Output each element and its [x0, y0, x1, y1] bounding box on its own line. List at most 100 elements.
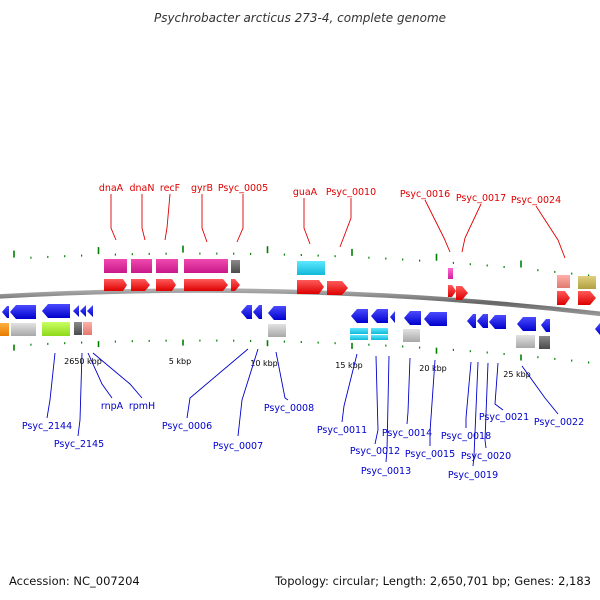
feature-recF[interactable] [156, 259, 178, 273]
label-gyrB[interactable]: gyrB [191, 183, 213, 194]
label-Psyc_0014[interactable]: Psyc_0014 [382, 428, 432, 439]
gene-forward-edge[interactable] [578, 291, 596, 305]
forward-features [104, 259, 596, 289]
genome-summary-text: Topology: circular; Length: 2,650,701 bp… [274, 574, 591, 588]
gene-Psyc_0019[interactable] [477, 314, 488, 328]
gene-Psyc_0018[interactable] [467, 314, 476, 328]
scale-label-15: 15 kbp [335, 361, 363, 370]
label-Psyc_0011[interactable]: Psyc_0011 [317, 425, 367, 436]
feature-Psyc_0012-a[interactable] [371, 328, 388, 334]
label-Psyc_0010[interactable]: Psyc_0010 [326, 187, 376, 198]
feature-Psyc_2145[interactable] [42, 322, 70, 336]
feature-Psyc_0022[interactable] [539, 336, 550, 349]
forward-genes [104, 279, 596, 305]
gene-rpmH[interactable] [87, 305, 93, 317]
gene-Psyc_0007[interactable] [253, 305, 262, 319]
top-label-leaders [110, 193, 566, 259]
gene-Psyc_0020[interactable] [489, 315, 506, 329]
gene-Psyc_0024[interactable] [557, 291, 570, 305]
gene-gyrB[interactable] [184, 279, 228, 291]
gene-Psyc_2145[interactable] [42, 304, 70, 318]
label-Psyc_2145[interactable]: Psyc_2145 [54, 439, 104, 450]
gene-Psyc_0014[interactable] [404, 311, 421, 325]
gene-Psyc_0015[interactable] [424, 312, 447, 326]
gene-recF[interactable] [156, 279, 176, 291]
scale-label-5: 5 kbp [169, 357, 191, 366]
label-dnaN[interactable]: dnaN [130, 183, 155, 194]
label-guaA[interactable]: guaA [293, 187, 318, 198]
feature-rpmH[interactable] [83, 322, 92, 335]
label-Psyc_0007[interactable]: Psyc_0007 [213, 441, 263, 452]
gene-Psyc_0022[interactable] [541, 319, 550, 332]
gene-reverse-edge-1[interactable] [2, 306, 9, 318]
reverse-genes [2, 304, 600, 335]
accession-text: Accession: NC_007204 [9, 574, 140, 588]
label-recF[interactable]: recF [160, 183, 180, 194]
feature-dnaA[interactable] [104, 259, 127, 273]
scale-label-2650: 2650 kbp [64, 357, 102, 366]
label-Psyc_0013[interactable]: Psyc_0013 [361, 466, 411, 477]
feature-edge-orange[interactable] [0, 323, 9, 336]
gene-Psyc_2144[interactable] [10, 305, 36, 319]
label-Psyc_0024[interactable]: Psyc_0024 [511, 195, 561, 206]
feature-gyrB[interactable] [184, 259, 228, 273]
scale-label-25: 25 kbp [503, 370, 531, 379]
label-dnaA[interactable]: dnaA [99, 183, 124, 194]
label-rnpA[interactable]: rnpA [101, 401, 124, 412]
gene-reverse-edge-2[interactable] [595, 323, 600, 335]
gene-dnaN[interactable] [131, 279, 150, 291]
bottom-labels: Psyc_2144 Psyc_2145 rnpA rpmH Psyc_0006 … [22, 401, 584, 481]
gene-dnaA[interactable] [104, 279, 127, 291]
feature-Psyc_0011-a[interactable] [350, 328, 368, 334]
label-Psyc_0008[interactable]: Psyc_0008 [264, 403, 314, 414]
gene-Psyc_0021[interactable] [517, 317, 536, 331]
feature-Psyc_0008[interactable] [268, 324, 286, 337]
top-labels: dnaA dnaN recF gyrB Psyc_0005 guaA Psyc_… [99, 183, 561, 206]
gene-Psyc_0017[interactable] [456, 286, 468, 300]
feature-dnaN[interactable] [131, 259, 152, 273]
gene-Psyc_0011[interactable] [351, 309, 368, 323]
map-title: Psychrobacter arcticus 273-4, complete g… [154, 11, 446, 25]
feature-Psyc_0011-b[interactable] [350, 335, 368, 340]
gene-Psyc_0016[interactable] [448, 285, 456, 297]
label-Psyc_0005[interactable]: Psyc_0005 [218, 183, 268, 194]
label-Psyc_0006[interactable]: Psyc_0006 [162, 421, 212, 432]
label-Psyc_0017[interactable]: Psyc_0017 [456, 193, 506, 204]
bottom-label-leaders [46, 348, 559, 467]
gene-Psyc_0008[interactable] [268, 306, 286, 320]
feature-Psyc_0014[interactable] [403, 329, 420, 342]
scale-label-20: 20 kbp [419, 364, 447, 373]
feature-Psyc_0005[interactable] [231, 260, 240, 273]
label-Psyc_0018[interactable]: Psyc_0018 [441, 431, 491, 442]
label-Psyc_0015[interactable]: Psyc_0015 [405, 449, 455, 460]
feature-Psyc_0021[interactable] [516, 335, 535, 348]
feature-guaA[interactable] [297, 261, 325, 275]
feature-rnpA[interactable] [74, 322, 82, 335]
gene-Psyc_0012[interactable] [371, 309, 388, 323]
gene-rnpA-a[interactable] [73, 305, 79, 317]
label-Psyc_0022[interactable]: Psyc_0022 [534, 417, 584, 428]
feature-Psyc_2144[interactable] [11, 323, 36, 336]
gene-rnpA[interactable] [80, 305, 86, 317]
label-Psyc_0016[interactable]: Psyc_0016 [400, 189, 450, 200]
scale-ticks-top [13, 245, 590, 277]
label-Psyc_0020[interactable]: Psyc_0020 [461, 451, 511, 462]
gene-Psyc_0010[interactable] [327, 281, 348, 295]
label-Psyc_2144[interactable]: Psyc_2144 [22, 421, 72, 432]
reverse-features [0, 322, 550, 349]
label-rpmH[interactable]: rpmH [129, 401, 155, 412]
gene-Psyc_0006[interactable] [241, 305, 252, 319]
label-Psyc_0021[interactable]: Psyc_0021 [479, 412, 529, 423]
scale-label-10: 10 kbp [250, 359, 278, 368]
feature-Psyc_0012-b[interactable] [371, 335, 388, 340]
gene-Psyc_0005[interactable] [231, 279, 240, 291]
feature-Psyc_0024[interactable] [557, 275, 570, 288]
feature-Psyc_0016[interactable] [448, 268, 453, 279]
feature-edge[interactable] [578, 276, 596, 289]
label-Psyc_0012[interactable]: Psyc_0012 [350, 446, 400, 457]
scale-ticks-bottom [13, 339, 590, 364]
gene-guaA[interactable] [297, 280, 324, 294]
label-Psyc_0019[interactable]: Psyc_0019 [448, 470, 498, 481]
gene-Psyc_0013[interactable] [390, 311, 395, 323]
